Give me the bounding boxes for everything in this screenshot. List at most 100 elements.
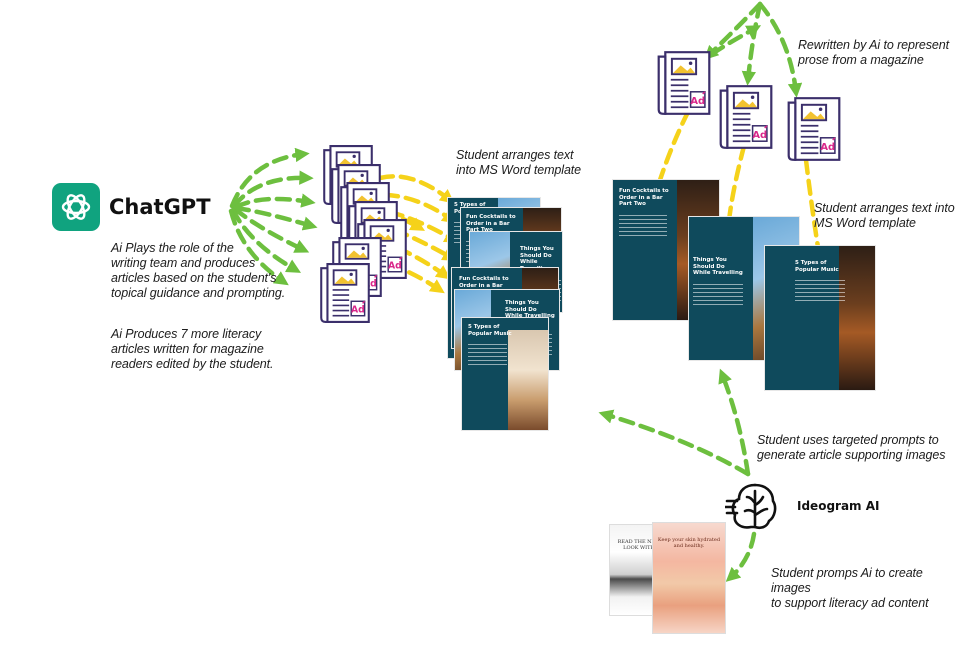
newspaper-article-icon: Ad (787, 97, 841, 161)
text-line (619, 215, 667, 216)
arrow-green (232, 206, 310, 253)
arrow-green (233, 205, 318, 231)
headline-line: Part Two (466, 227, 493, 233)
label-line: articles based on the student's (111, 271, 277, 285)
headline-line: 5 Types of (468, 324, 500, 330)
headline-line: Order in a Bar (459, 282, 503, 289)
arrow-green (598, 409, 751, 477)
ad-headline-line: READ THE NEW (617, 539, 661, 545)
text-line (468, 344, 507, 345)
text-line (619, 227, 667, 228)
headline-line: Popular Music (468, 330, 512, 337)
text-line (795, 288, 845, 289)
label-line: generate article supporting images (757, 448, 946, 462)
headline-line: Popular Music (795, 266, 839, 273)
label-line: topical guidance and prompting. (111, 286, 286, 300)
text-line (619, 231, 667, 232)
ai-produces-label: Ai Produces 7 more literacy articles wri… (111, 327, 273, 372)
headline-line: Things You (505, 300, 539, 306)
chatgpt-name: ChatGPT (109, 195, 211, 219)
ad-headline-line: and healthy. (673, 543, 705, 549)
headline-line: Fun Cocktails to (619, 188, 669, 194)
headline-line: While Travelling (693, 270, 743, 276)
headline-line: Order in a Bar (466, 220, 510, 227)
label-line: writing team and produces (111, 256, 256, 270)
svg-text:Ad: Ad (351, 305, 365, 316)
svg-text:Ad: Ad (388, 261, 402, 272)
label-line: MS Word template (814, 216, 916, 230)
text-line (619, 235, 667, 236)
headline-line: Should Do (505, 306, 537, 313)
headline-line: 5 Types of (454, 202, 486, 208)
svg-text:Ad: Ad (363, 279, 377, 290)
text-line (693, 292, 743, 293)
arrow-green (709, 25, 762, 57)
text-line (693, 304, 743, 305)
label-line: articles written for magazine (111, 342, 264, 356)
headline-line: Should Do (520, 252, 552, 259)
svg-text:Ad: Ad (690, 96, 705, 107)
text-line (468, 356, 507, 357)
headline-line: Fun Cocktails to (459, 276, 509, 282)
text-line (693, 300, 743, 301)
headline-line: Fun Cocktails to (466, 214, 516, 220)
headline-line: Part Two (619, 201, 646, 207)
headline-line: Things You (520, 246, 554, 252)
newspaper-article-icon: Ad (719, 85, 773, 149)
headline-line: Things You (693, 257, 727, 263)
text-line (693, 284, 743, 285)
text-line (693, 296, 743, 297)
newspaper-article-icon: Ad (320, 263, 370, 323)
label-line: Student arranges text into (814, 201, 955, 215)
label-line: Student promps Ai to create images (771, 566, 923, 595)
svg-text:Ad: Ad (820, 142, 835, 153)
headline-line: Should Do (693, 263, 725, 270)
arrow-green (718, 368, 751, 477)
label-line: readers edited by the student. (111, 357, 274, 371)
text-line (619, 223, 667, 224)
text-line (468, 360, 507, 361)
arrow-yellow (721, 143, 747, 238)
headline-line: While Travelling (505, 313, 555, 319)
text-line (795, 280, 845, 281)
page-photo (508, 330, 548, 430)
headline-line: Order in a Bar (619, 194, 663, 201)
text-line (619, 219, 667, 220)
page-photo (839, 246, 875, 390)
label-line: Student arranges text (456, 148, 574, 162)
arrow-green (229, 147, 310, 209)
ad-headline-line: Keep your skin hydrated (657, 537, 721, 543)
text-line (468, 352, 507, 353)
label-line: into MS Word template (456, 163, 582, 177)
newspaper-article-icon: Ad (657, 51, 711, 115)
svg-text:Ad: Ad (752, 130, 767, 141)
label-line: Ai Plays the role of the (111, 241, 234, 255)
label-line: Ai Produces 7 more literacy (111, 327, 262, 341)
chatgpt-logo-icon (52, 183, 100, 231)
label-line: Rewritten by Ai to represent (798, 38, 949, 52)
arrow-green (233, 193, 316, 210)
label-line: to support literacy ad content (771, 596, 929, 610)
text-line (795, 292, 845, 293)
text-line (795, 296, 845, 297)
arrow-green (231, 170, 314, 209)
ai-plays-label: Ai Plays the role of the writing team an… (111, 241, 285, 301)
targeted-prompts-label: Student uses targeted prompts to generat… (757, 433, 945, 463)
rewritten-label: Rewritten by Ai to represent prose from … (798, 38, 949, 68)
headline-line: 5 Types of (795, 260, 827, 266)
ideogram-brain-icon (725, 483, 777, 530)
arrow-green (757, 1, 803, 98)
arrow-yellow (382, 192, 457, 224)
arrow-green (228, 208, 289, 286)
arrow-yellow (377, 174, 455, 204)
text-line (468, 348, 507, 349)
ideogram-name: Ideogram AI (797, 499, 880, 513)
